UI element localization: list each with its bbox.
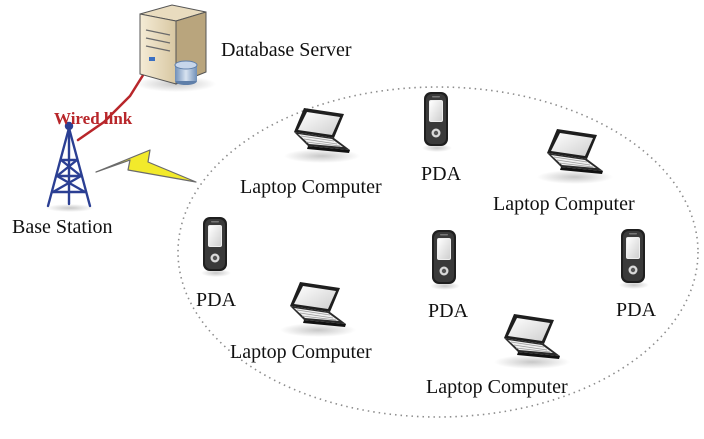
laptop-icon (493, 313, 571, 370)
network-boundary-ellipse (177, 86, 699, 418)
pda-icon (422, 92, 452, 152)
pda-icon (201, 217, 231, 277)
pda-1: PDA (421, 92, 462, 185)
lightning-bolt-icon (95, 149, 197, 183)
device-label: Laptop Computer (493, 193, 635, 215)
device-label: Laptop Computer (230, 341, 372, 363)
pda-icon (619, 229, 649, 289)
laptop-computer-3: Laptop Computer (230, 281, 372, 363)
laptop-computer-4: Laptop Computer (426, 313, 571, 398)
pda-4: PDA (616, 229, 657, 321)
laptop-computer-2: Laptop Computer (493, 128, 635, 215)
laptop-icon (283, 107, 361, 164)
device-label: PDA (428, 300, 469, 322)
laptop-icon (279, 281, 357, 338)
device-label: Laptop Computer (426, 376, 568, 398)
pda-icon (430, 230, 460, 290)
database-server-icon (136, 4, 216, 92)
database-server-label: Database Server (221, 39, 352, 61)
device-label: PDA (616, 299, 657, 321)
base-station-tower-icon (46, 121, 94, 212)
device-label: PDA (421, 163, 462, 185)
wired-link-label: Wired link (54, 109, 133, 128)
laptop-computer-1: Laptop Computer (240, 107, 382, 198)
pda-3: PDA (428, 230, 469, 322)
laptop-icon (536, 128, 614, 185)
device-label: PDA (196, 289, 237, 311)
device-label: Laptop Computer (240, 176, 382, 198)
pda-2: PDA (196, 217, 237, 311)
base-station-label: Base Station (12, 216, 113, 238)
wired-link-line (76, 62, 152, 142)
